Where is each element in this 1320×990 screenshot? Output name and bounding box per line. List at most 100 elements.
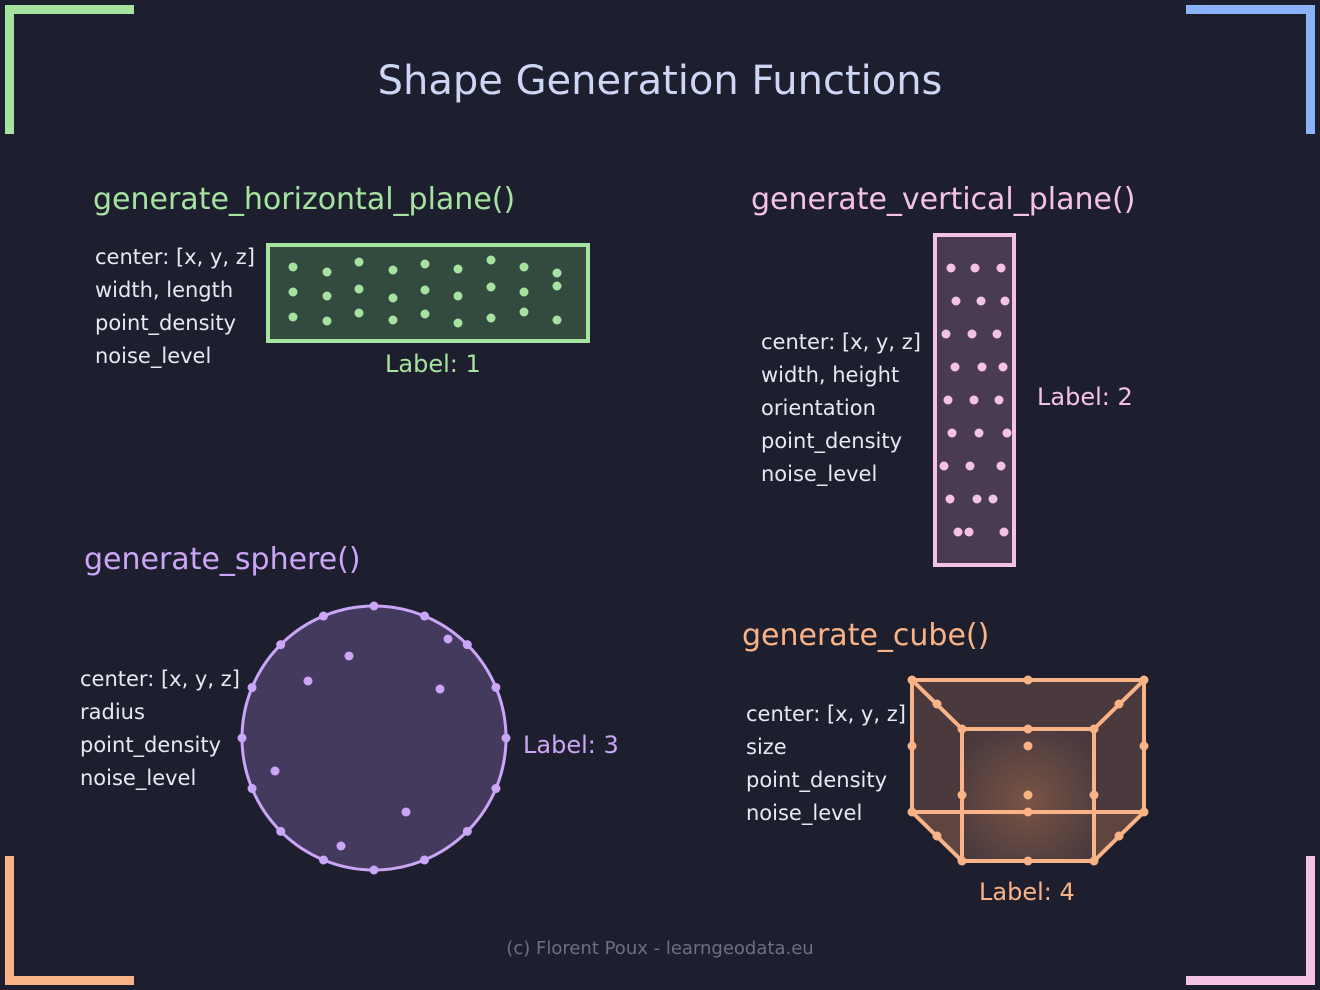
param-item: point_density (95, 311, 237, 335)
point-dot (369, 601, 379, 611)
point-dot (322, 316, 332, 326)
horizontal-plane-params: center: [x, y, z] width, length point_de… (95, 241, 255, 373)
param-item: orientation (761, 396, 876, 420)
sphere-shape (237, 601, 511, 875)
point-dot (303, 676, 313, 686)
point-dot (1002, 428, 1012, 438)
point-dot (276, 826, 286, 836)
sphere-points (237, 601, 511, 875)
point-dot (932, 831, 942, 841)
sphere-label: Label: 3 (523, 731, 619, 759)
point-dot (1114, 831, 1124, 841)
param-item: noise_level (761, 462, 878, 486)
point-dot (354, 284, 364, 294)
point-dot (945, 494, 955, 504)
point-dot (344, 651, 354, 661)
point-dot (1023, 807, 1033, 817)
point-dot (388, 315, 398, 325)
point-dot (999, 527, 1009, 537)
vertical-plane-params: center: [x, y, z] width, height orientat… (761, 326, 921, 491)
diagram-title: Shape Generation Functions (377, 58, 943, 104)
sphere-function-name: generate_sphere() (84, 542, 361, 577)
point-dot (420, 855, 430, 865)
param-item: center: [x, y, z] (746, 702, 906, 726)
point-dot (957, 790, 967, 800)
point-dot (486, 255, 496, 265)
point-dot (967, 329, 977, 339)
sphere-params: center: [x, y, z] radius point_density n… (80, 663, 240, 795)
point-dot (946, 263, 956, 273)
point-dot (318, 855, 328, 865)
point-dot (951, 296, 961, 306)
corner-bracket-bottom-left (5, 856, 134, 985)
point-dot (941, 329, 951, 339)
vertical-plane-shape (933, 233, 1016, 567)
point-dot (519, 262, 529, 272)
point-dot (552, 268, 562, 278)
point-dot (957, 856, 967, 866)
point-dot (420, 611, 430, 621)
point-dot (972, 494, 982, 504)
point-dot (552, 281, 562, 291)
vertical-plane-points (939, 263, 1012, 537)
point-dot (965, 461, 975, 471)
point-dot (1089, 790, 1099, 800)
point-dot (977, 362, 987, 372)
point-dot (322, 291, 332, 301)
point-dot (552, 315, 562, 325)
point-dot (501, 733, 511, 743)
param-item: center: [x, y, z] (80, 667, 240, 691)
point-dot (996, 461, 1006, 471)
point-dot (336, 841, 346, 851)
point-dot (943, 395, 953, 405)
point-dot (354, 257, 364, 267)
param-item: point_density (746, 768, 888, 792)
point-dot (957, 724, 967, 734)
point-dot (994, 395, 1004, 405)
point-dot (491, 682, 501, 692)
point-dot (420, 259, 430, 269)
point-dot (1023, 675, 1033, 685)
point-dot (491, 784, 501, 794)
point-dot (247, 682, 257, 692)
point-dot (970, 263, 980, 273)
corner-bracket-top-right (1186, 5, 1315, 134)
point-dot (237, 733, 247, 743)
point-dot (964, 527, 974, 537)
point-dot (1114, 699, 1124, 709)
param-item: noise_level (80, 766, 197, 790)
point-dot (322, 267, 332, 277)
cube-params: center: [x, y, z] size point_density noi… (746, 698, 906, 830)
point-dot (988, 494, 998, 504)
point-dot (453, 291, 463, 301)
cube-points (907, 675, 1149, 866)
cube-label: Label: 4 (979, 878, 1075, 906)
cube-function-name: generate_cube() (742, 618, 990, 653)
point-dot (1089, 856, 1099, 866)
point-dot (1023, 790, 1033, 800)
point-dot (443, 634, 453, 644)
point-dot (270, 766, 280, 776)
horizontal-plane-points (288, 255, 562, 328)
point-dot (1139, 741, 1149, 751)
point-dot (453, 264, 463, 274)
point-dot (519, 307, 529, 317)
point-dot (998, 362, 1008, 372)
corner-bracket-top-left (5, 5, 134, 134)
point-dot (462, 826, 472, 836)
point-dot (288, 312, 298, 322)
param-item: point_density (761, 429, 903, 453)
horizontal-plane-label: Label: 1 (385, 350, 481, 378)
point-dot (939, 461, 949, 471)
point-dot (388, 293, 398, 303)
param-item: noise_level (95, 344, 212, 368)
point-dot (947, 428, 957, 438)
point-dot (1139, 807, 1149, 817)
point-dot (388, 265, 398, 275)
point-dot (486, 282, 496, 292)
point-dot (401, 807, 411, 817)
param-item: noise_level (746, 801, 863, 825)
point-dot (519, 287, 529, 297)
point-dot (1023, 724, 1033, 734)
